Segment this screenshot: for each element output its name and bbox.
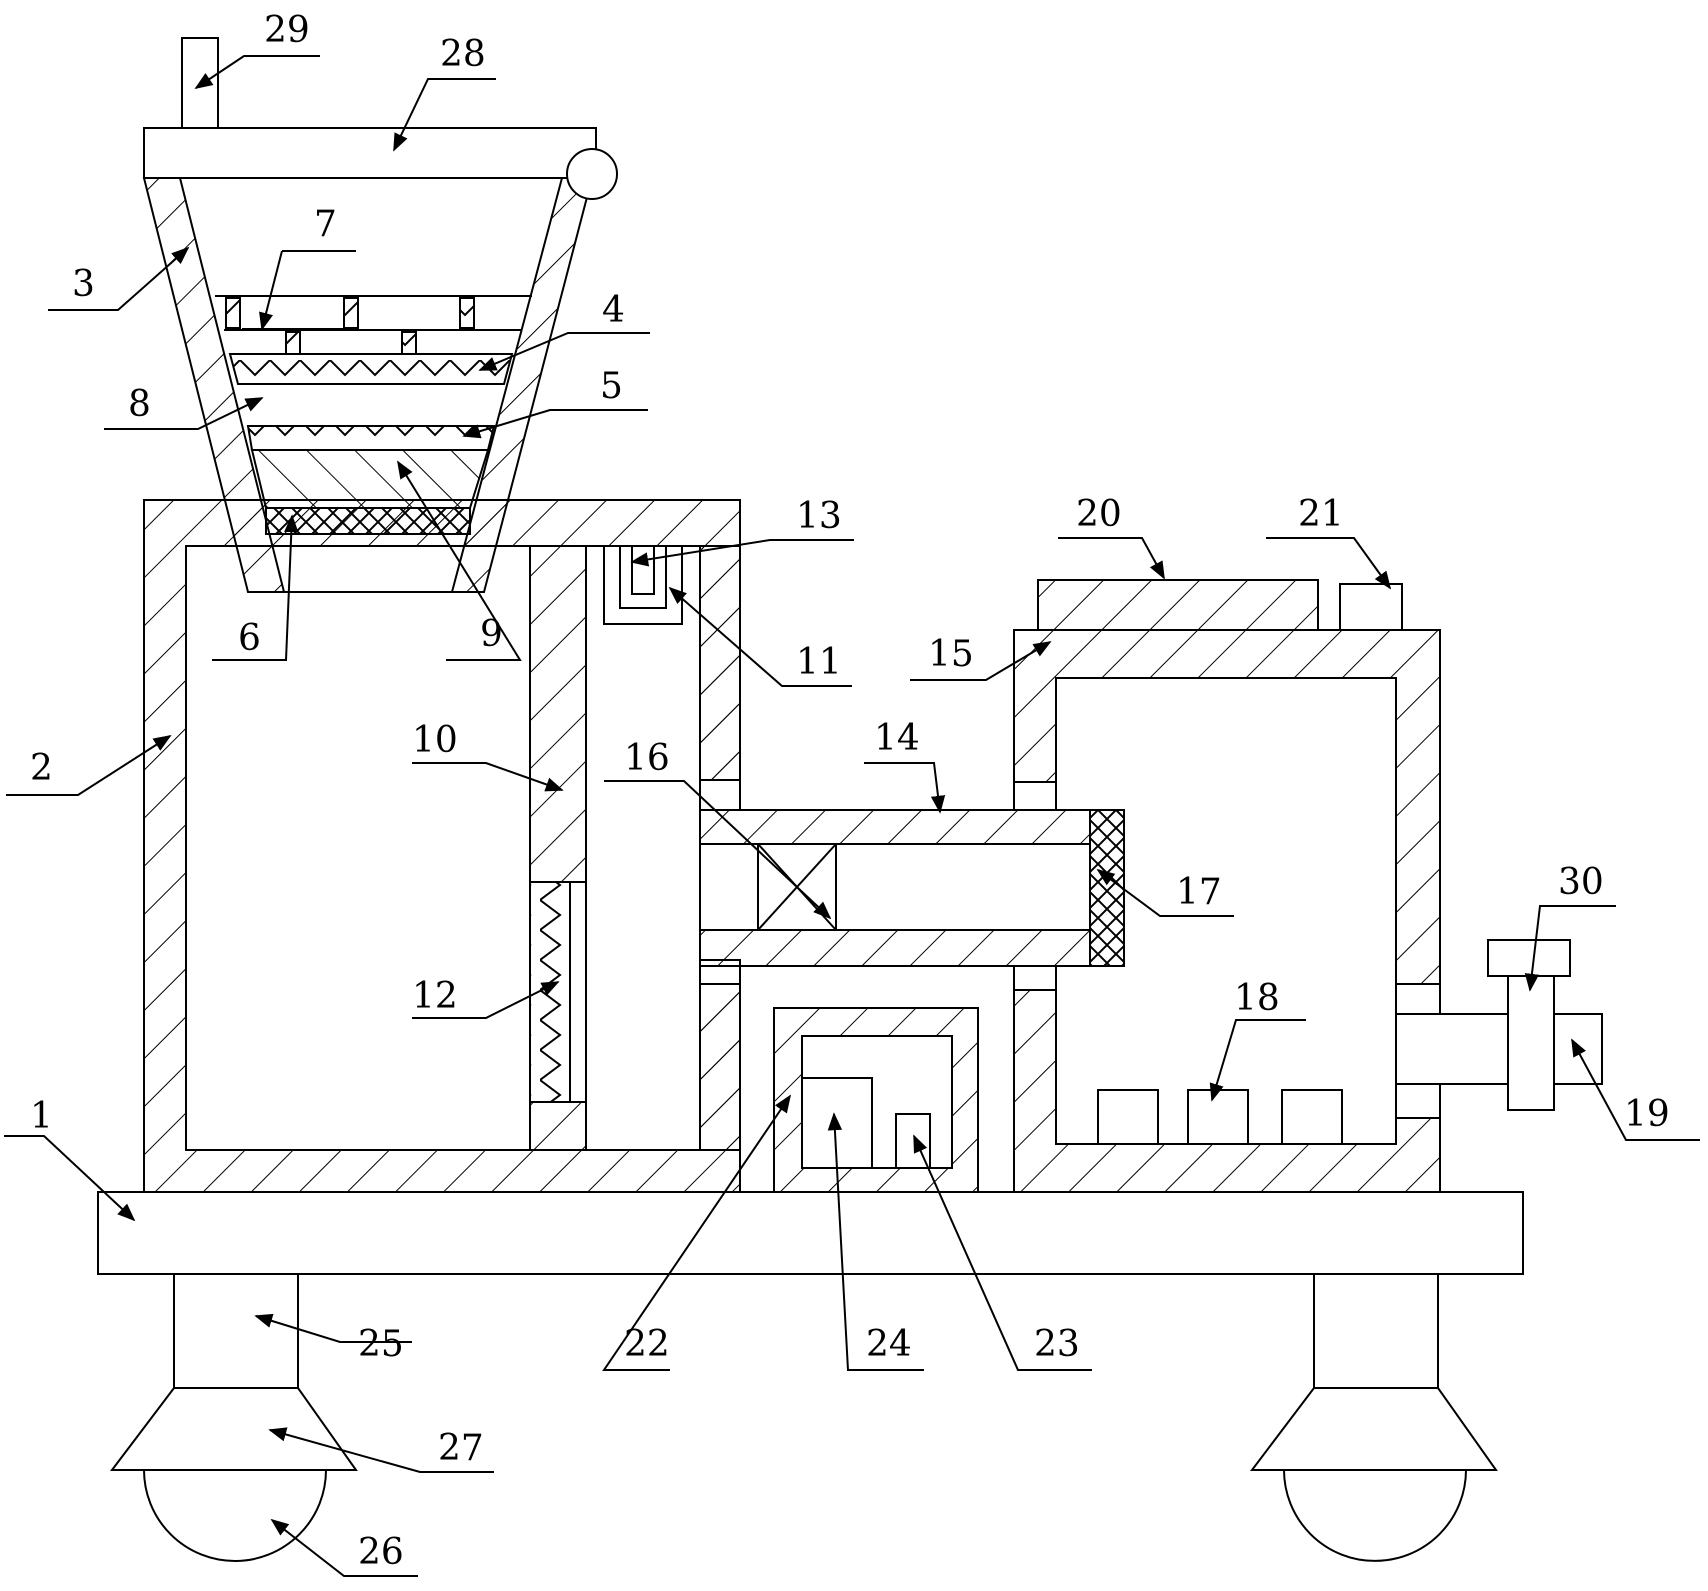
label-4: 4 bbox=[602, 290, 625, 331]
label-18: 18 bbox=[1234, 978, 1280, 1019]
label-13: 13 bbox=[796, 496, 842, 537]
filter-screen-lower bbox=[246, 425, 496, 451]
label-16: 16 bbox=[624, 738, 670, 779]
lamp-2 bbox=[1187, 1089, 1249, 1145]
sensor-inner bbox=[631, 546, 655, 595]
left-housing-right-wall-bottom bbox=[699, 983, 741, 1151]
tank-switch bbox=[1339, 583, 1403, 631]
leg-left bbox=[173, 1273, 299, 1389]
right-tank-gap-top bbox=[1013, 781, 1057, 811]
right-tank-gap-bottom bbox=[1013, 965, 1057, 991]
partition-plate-lower bbox=[529, 1101, 587, 1151]
outlet-pipe-end bbox=[1553, 1013, 1603, 1085]
left-housing-right-wall-top bbox=[699, 545, 741, 781]
lid-hinge bbox=[566, 148, 618, 200]
wheel-mount-left bbox=[109, 1387, 358, 1471]
sensor-cup bbox=[619, 546, 667, 609]
lamp-1 bbox=[1097, 1089, 1159, 1145]
label-20: 20 bbox=[1076, 494, 1122, 535]
left-housing-cavity bbox=[185, 545, 531, 1151]
label-11: 11 bbox=[796, 642, 842, 683]
leg-right bbox=[1313, 1273, 1439, 1389]
tank-motor bbox=[1037, 579, 1319, 631]
activated-carbon-block bbox=[250, 449, 490, 509]
outlet-valve-knob bbox=[1487, 939, 1571, 977]
label-14: 14 bbox=[874, 718, 920, 759]
outlet-valve-body bbox=[1507, 975, 1555, 1111]
label-29: 29 bbox=[264, 10, 310, 51]
label-1: 1 bbox=[30, 1096, 53, 1137]
label-26: 26 bbox=[358, 1532, 404, 1573]
label-2: 2 bbox=[30, 748, 53, 789]
pipe-end-cap bbox=[1089, 809, 1125, 967]
label-3: 3 bbox=[72, 264, 95, 305]
label-17: 17 bbox=[1176, 872, 1222, 913]
label-24: 24 bbox=[866, 1324, 912, 1365]
hopper-lid bbox=[143, 127, 597, 179]
lid-handle bbox=[181, 37, 219, 129]
label-8: 8 bbox=[128, 384, 151, 425]
wheel-right bbox=[1283, 1469, 1467, 1562]
wheel-mount-right bbox=[1249, 1387, 1498, 1471]
label-15: 15 bbox=[928, 634, 974, 675]
part-labels: 1 2 3 4 5 6 7 8 9 10 11 12 13 14 15 16 1… bbox=[30, 10, 1670, 1573]
leader-lines bbox=[4, 55, 1700, 1577]
label-10: 10 bbox=[412, 720, 458, 761]
outlet-tank-gap-2 bbox=[1395, 1083, 1441, 1119]
label-21: 21 bbox=[1298, 494, 1344, 535]
label-22: 22 bbox=[624, 1324, 670, 1365]
label-23: 23 bbox=[1034, 1324, 1080, 1365]
partition-plate bbox=[529, 545, 587, 883]
label-27: 27 bbox=[438, 1428, 484, 1469]
label-28: 28 bbox=[440, 34, 486, 75]
outlet-pipe bbox=[1395, 1013, 1511, 1085]
label-30: 30 bbox=[1558, 862, 1604, 903]
label-5: 5 bbox=[600, 366, 623, 407]
label-7: 7 bbox=[314, 204, 337, 245]
filter-screen-upper bbox=[228, 353, 514, 385]
housing-gap-top bbox=[699, 779, 741, 811]
lamp-3 bbox=[1281, 1089, 1343, 1145]
outlet-tank-gap bbox=[1395, 983, 1441, 1015]
controller-unit bbox=[802, 1077, 873, 1168]
bottom-mesh bbox=[265, 507, 471, 535]
pipe-upper-wall bbox=[699, 809, 1091, 845]
label-25: 25 bbox=[358, 1324, 404, 1365]
sensor-bracket bbox=[603, 545, 683, 625]
base-plate bbox=[97, 1191, 1524, 1275]
label-6: 6 bbox=[238, 618, 261, 659]
label-9: 9 bbox=[480, 614, 503, 655]
wheel-left bbox=[143, 1469, 327, 1562]
pipe-lower-wall bbox=[699, 929, 1091, 967]
label-19: 19 bbox=[1624, 1094, 1670, 1135]
label-12: 12 bbox=[412, 976, 458, 1017]
